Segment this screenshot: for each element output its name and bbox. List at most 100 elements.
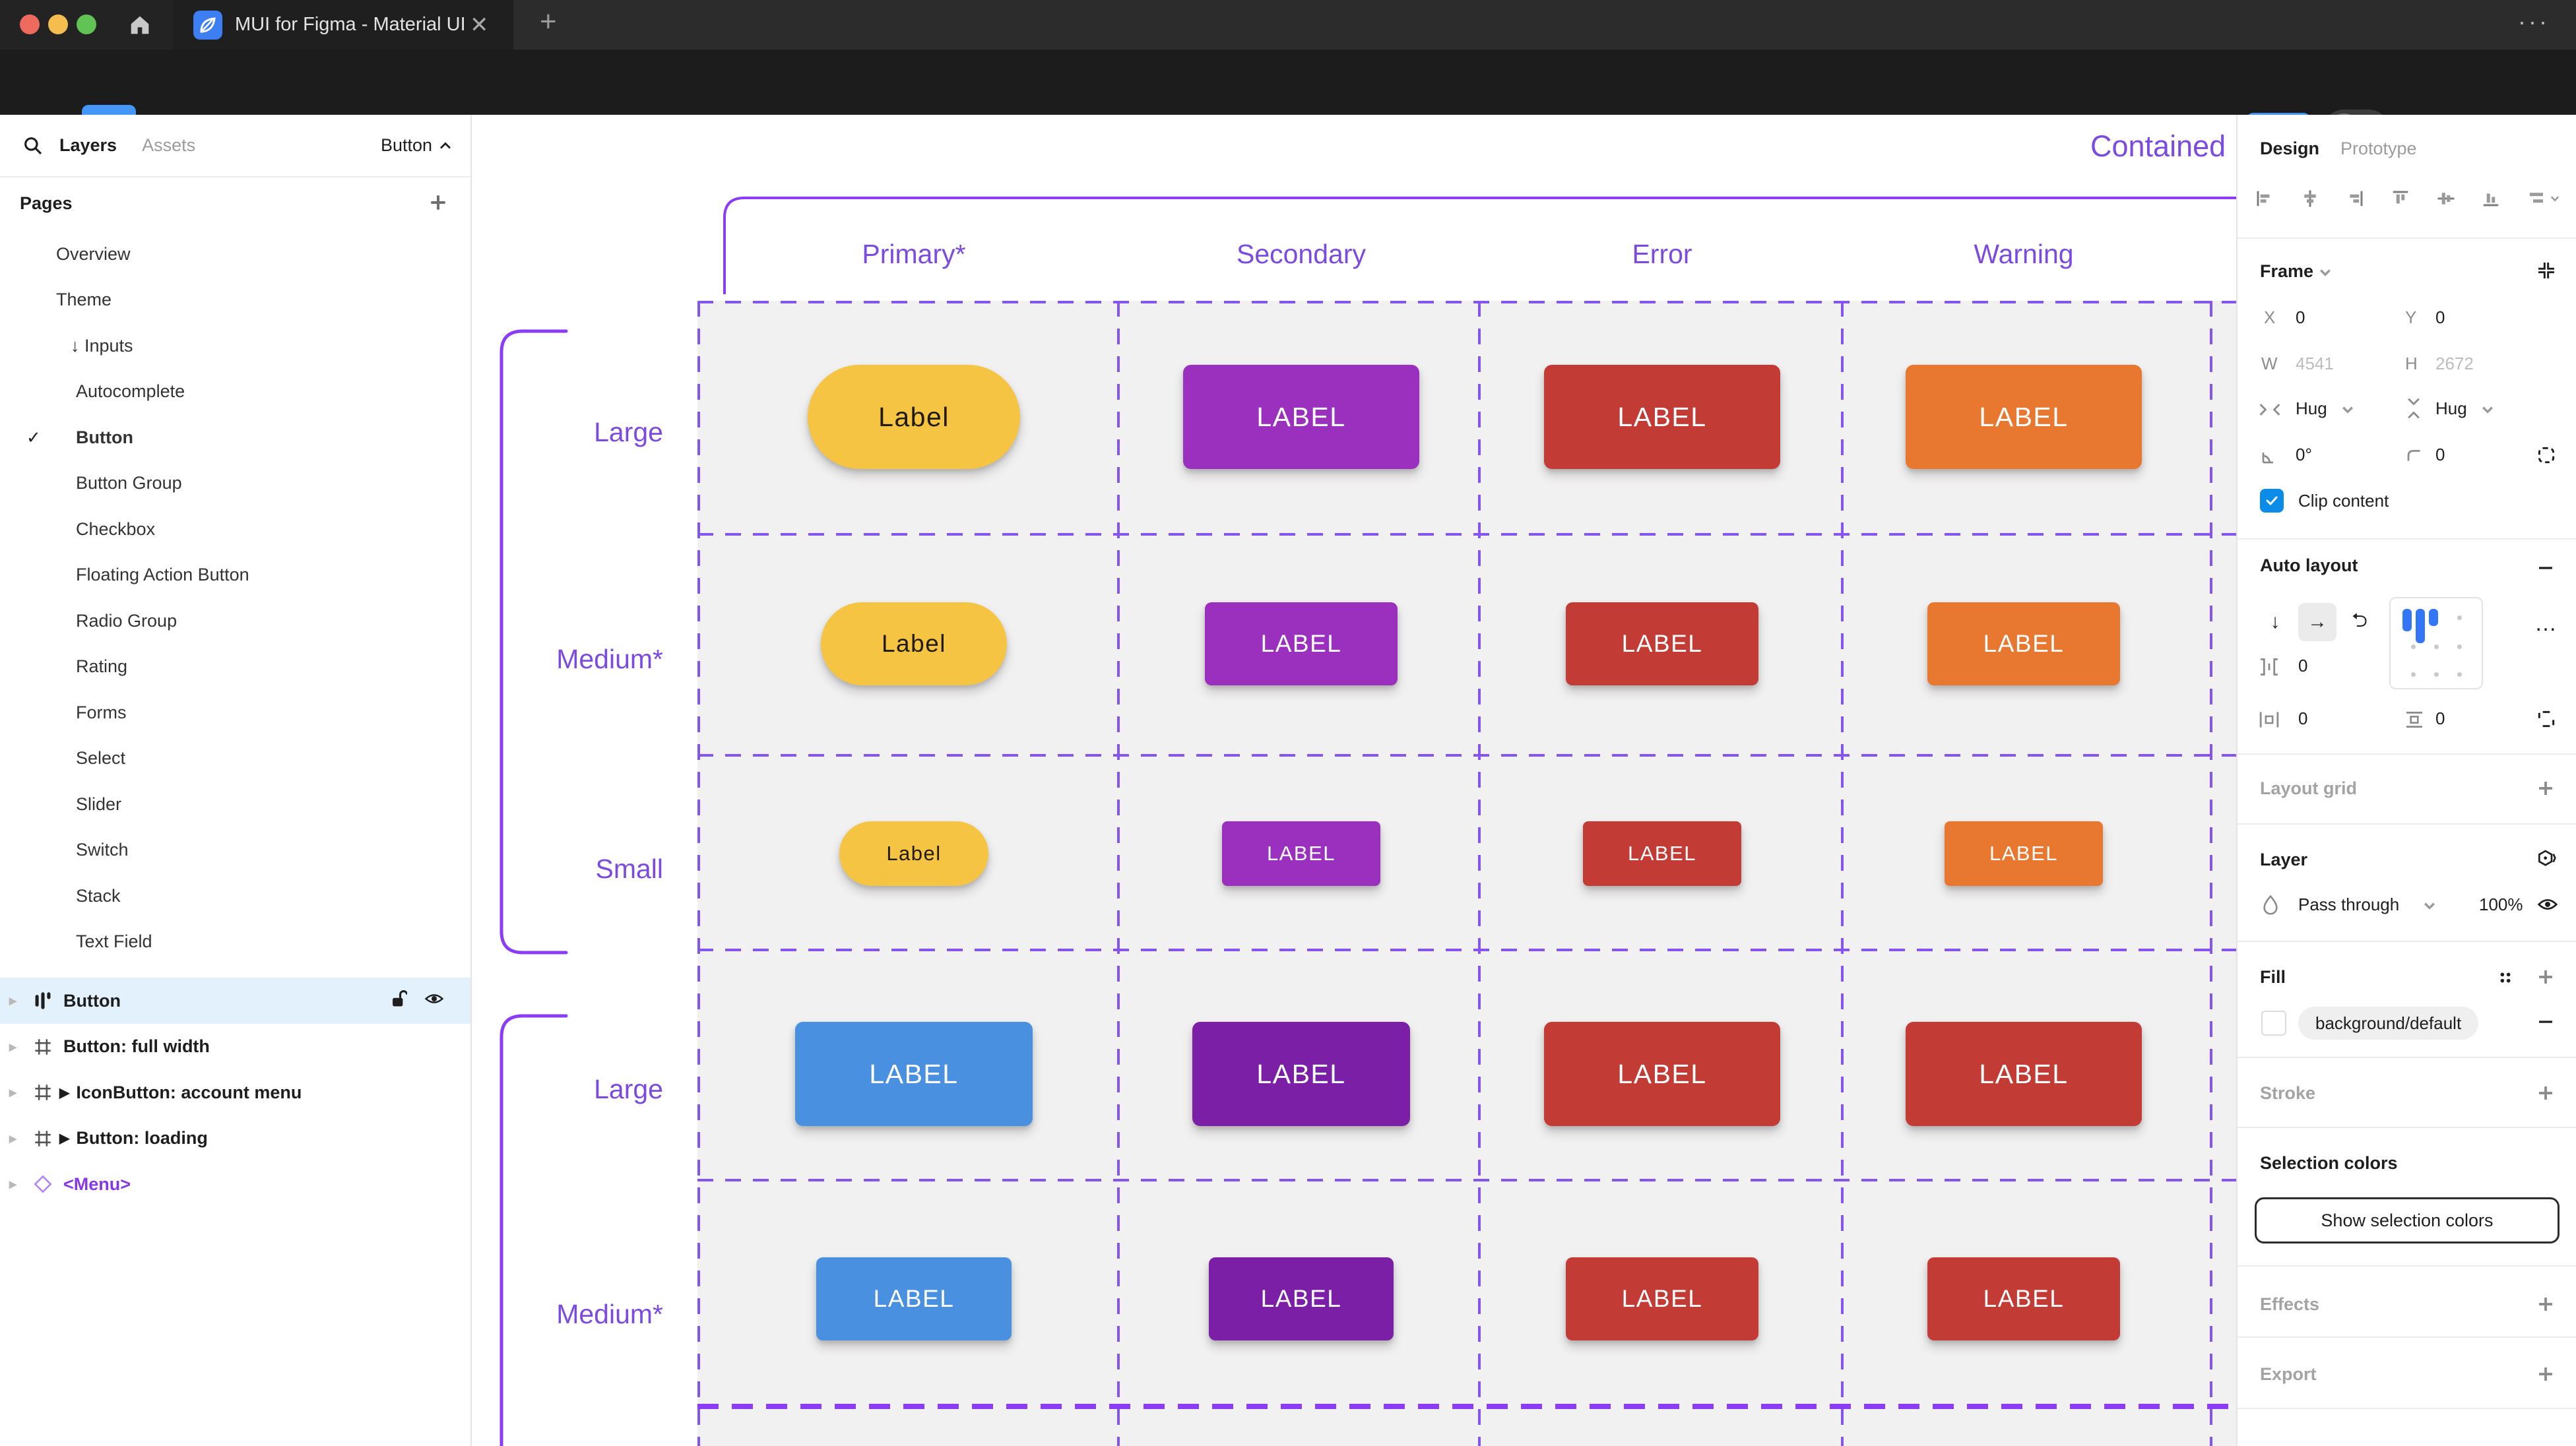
canvas-button-warning-row3[interactable]: LABEL [1906,1022,2142,1126]
distribute-menu[interactable] [2527,189,2560,208]
sidebar-page-button-group[interactable]: Button Group [0,460,470,507]
add-stroke-icon[interactable] [2536,1083,2556,1103]
canvas-button-secondary-row3[interactable]: LABEL [1192,1022,1410,1126]
canvas-button-primary-row0[interactable]: Label [808,365,1020,469]
layout-wrap-button[interactable]: ⮌ [2351,609,2368,631]
sidebar-page-slider[interactable]: Slider [0,781,470,827]
window-close-button[interactable] [20,15,40,34]
rotation-value[interactable]: 0° [2296,445,2312,464]
vertical-padding-value[interactable]: 0 [2435,708,2445,728]
sidebar-page-button[interactable]: ✓Button [0,414,470,460]
sidebar-page-stack[interactable]: Stack [0,873,470,919]
canvas-button-error-row1[interactable]: LABEL [1566,602,1758,685]
clip-content-label[interactable]: Clip content [2298,491,2389,511]
add-effect-icon[interactable] [2536,1294,2556,1314]
page-selector[interactable]: Button [381,135,452,156]
y-field-value[interactable]: 0 [2435,307,2445,327]
window-minimize-button[interactable] [48,15,68,34]
canvas-button-secondary-row0[interactable]: LABEL [1183,365,1419,469]
frame-type-chevron[interactable] [2319,268,2331,277]
sidebar-page-rating[interactable]: Rating [0,644,470,690]
show-selection-colors-button[interactable]: Show selection colors [2255,1197,2560,1243]
w-field-value[interactable]: 4541 [2296,354,2334,373]
sidebar-page-inputs[interactable]: ↓ Inputs [0,323,470,369]
sidebar-page-forms[interactable]: Forms [0,689,470,736]
add-fill-icon[interactable] [2536,967,2556,987]
home-icon[interactable] [127,12,153,38]
window-more-icon[interactable]: ··· [2518,8,2550,35]
sidebar-page-floating-action-button[interactable]: Floating Action Button [0,552,470,598]
canvas-button-secondary-row4[interactable]: LABEL [1209,1257,1394,1340]
unlock-icon[interactable] [390,990,408,1013]
align-top-icon[interactable] [2391,189,2410,208]
tab-close-icon[interactable]: ✕ [470,13,489,38]
align-bottom-icon[interactable] [2481,189,2501,208]
frame-section-title[interactable]: Frame [2260,261,2314,281]
horizontal-padding-value[interactable]: 0 [2298,708,2308,728]
blend-mode-chevron[interactable] [2424,901,2435,910]
fill-styles-icon[interactable] [2496,968,2515,987]
tab-prototype[interactable]: Prototype [2340,139,2417,158]
canvas-button-error-row3[interactable]: LABEL [1544,1022,1780,1126]
hug-horizontal-value[interactable]: Hug [2296,398,2327,418]
sidebar-page-overview[interactable]: Overview [0,231,470,277]
sidebar-page-text-field[interactable]: Text Field [0,919,470,965]
fill-style-pill[interactable]: background/default [2298,1007,2479,1040]
expand-chevron-icon[interactable]: ▸ [9,1129,17,1147]
layer-row-button[interactable]: ▸Button [0,978,470,1024]
auto-layout-alignment-box[interactable] [2389,597,2483,689]
layout-vertical-button[interactable]: ↓ [2270,611,2280,633]
search-icon[interactable] [22,135,44,156]
layer-row-iconbutton-account-menu[interactable]: ▸▶IconButton: account menu [0,1069,470,1116]
hug-horizontal-chevron[interactable] [2342,405,2354,414]
tab-layers[interactable]: Layers [59,135,117,155]
collapse-panel-icon[interactable] [2536,260,2557,281]
blend-mode-value[interactable]: Pass through [2298,895,2400,914]
auto-layout-more-icon[interactable]: … [2534,611,2559,636]
canvas-button-warning-row1[interactable]: LABEL [1927,602,2120,685]
align-right-icon[interactable] [2345,189,2365,208]
canvas-button-error-row0[interactable]: LABEL [1544,365,1780,469]
align-left-icon[interactable] [2255,189,2274,208]
individual-padding-icon[interactable] [2536,708,2557,730]
hug-vertical-chevron[interactable] [2482,405,2494,414]
canvas-button-error-row4[interactable]: LABEL [1566,1257,1758,1340]
canvas-button-primary-row4[interactable]: LABEL [816,1257,1012,1340]
tab-assets[interactable]: Assets [142,135,196,155]
expand-chevron-icon[interactable]: ▸ [9,992,17,1009]
align-horizontal-center-icon[interactable] [2300,189,2320,208]
layer-styles-icon[interactable] [2536,848,2557,869]
layer-row--menu-[interactable]: ▸<Menu> [0,1161,470,1207]
x-field-value[interactable]: 0 [2296,307,2305,327]
canvas-button-primary-row1[interactable]: Label [821,602,1007,685]
tab-design[interactable]: Design [2260,139,2320,158]
align-vertical-center-icon[interactable] [2436,189,2456,208]
canvas-button-warning-row2[interactable]: LABEL [1945,821,2103,886]
clip-content-checkbox[interactable] [2260,489,2284,513]
expand-chevron-icon[interactable]: ▸ [9,1084,17,1100]
canvas-button-secondary-row1[interactable]: LABEL [1205,602,1398,685]
h-field-value[interactable]: 2672 [2435,354,2474,373]
canvas-button-warning-row0[interactable]: LABEL [1906,365,2142,469]
frame-name-label[interactable]: Contained [2090,129,2226,163]
remove-auto-layout-icon[interactable] [2536,558,2556,578]
add-export-icon[interactable] [2536,1364,2556,1384]
canvas-button-primary-row3[interactable]: LABEL [795,1022,1033,1126]
hug-vertical-value[interactable]: Hug [2435,398,2467,418]
layout-horizontal-button[interactable]: → [2298,603,2336,641]
canvas-button-error-row2[interactable]: LABEL [1583,821,1741,886]
new-tab-button[interactable]: + [540,5,557,38]
sidebar-page-select[interactable]: Select [0,736,470,782]
canvas-button-primary-row2[interactable]: Label [839,821,988,886]
independent-corners-icon[interactable] [2536,445,2557,466]
gap-value[interactable]: 0 [2298,656,2308,676]
visibility-eye-icon[interactable] [424,990,444,1013]
fill-color-swatch[interactable] [2261,1011,2286,1036]
layer-visibility-eye-icon[interactable] [2537,895,2558,914]
layer-row-button-loading[interactable]: ▸▶Button: loading [0,1116,470,1162]
canvas-button-warning-row4[interactable]: LABEL [1927,1257,2120,1340]
remove-fill-icon[interactable] [2536,1012,2556,1032]
add-layout-grid-icon[interactable] [2536,778,2556,798]
expand-chevron-icon[interactable]: ▸ [9,1038,17,1055]
